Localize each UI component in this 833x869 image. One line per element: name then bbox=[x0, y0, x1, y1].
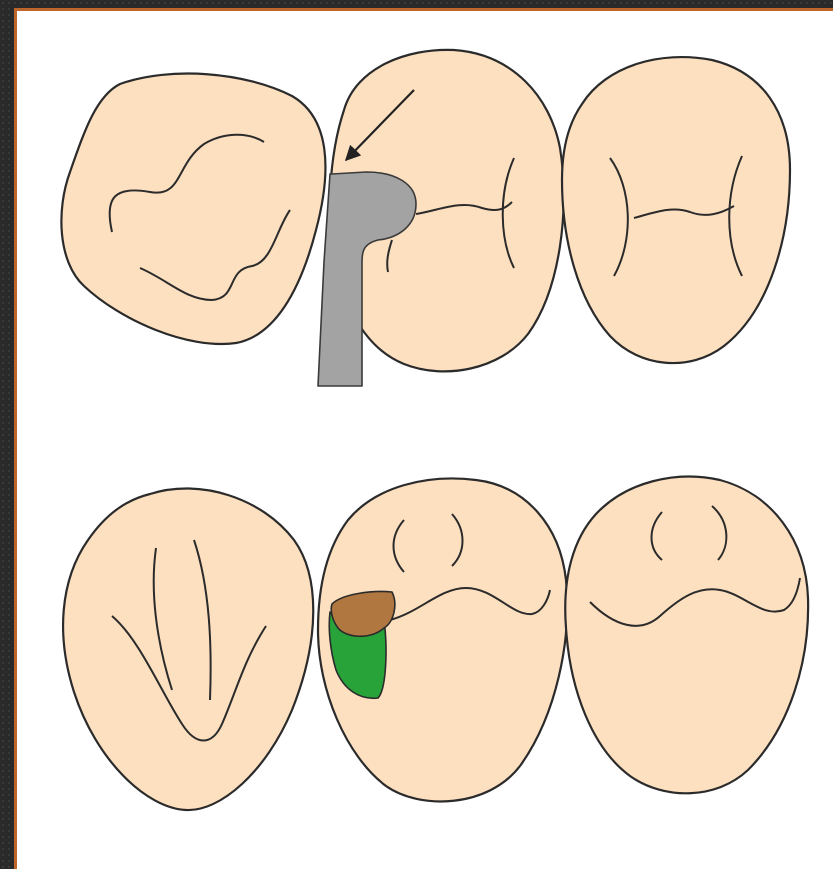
upper-left-molar-tooth bbox=[61, 74, 325, 344]
upper-row bbox=[61, 50, 790, 386]
upper-right-premolar-tooth bbox=[562, 57, 790, 363]
lower-left-molar-tooth bbox=[63, 489, 313, 811]
lower-row bbox=[63, 477, 808, 811]
lower-right-premolar-tooth bbox=[565, 477, 808, 794]
